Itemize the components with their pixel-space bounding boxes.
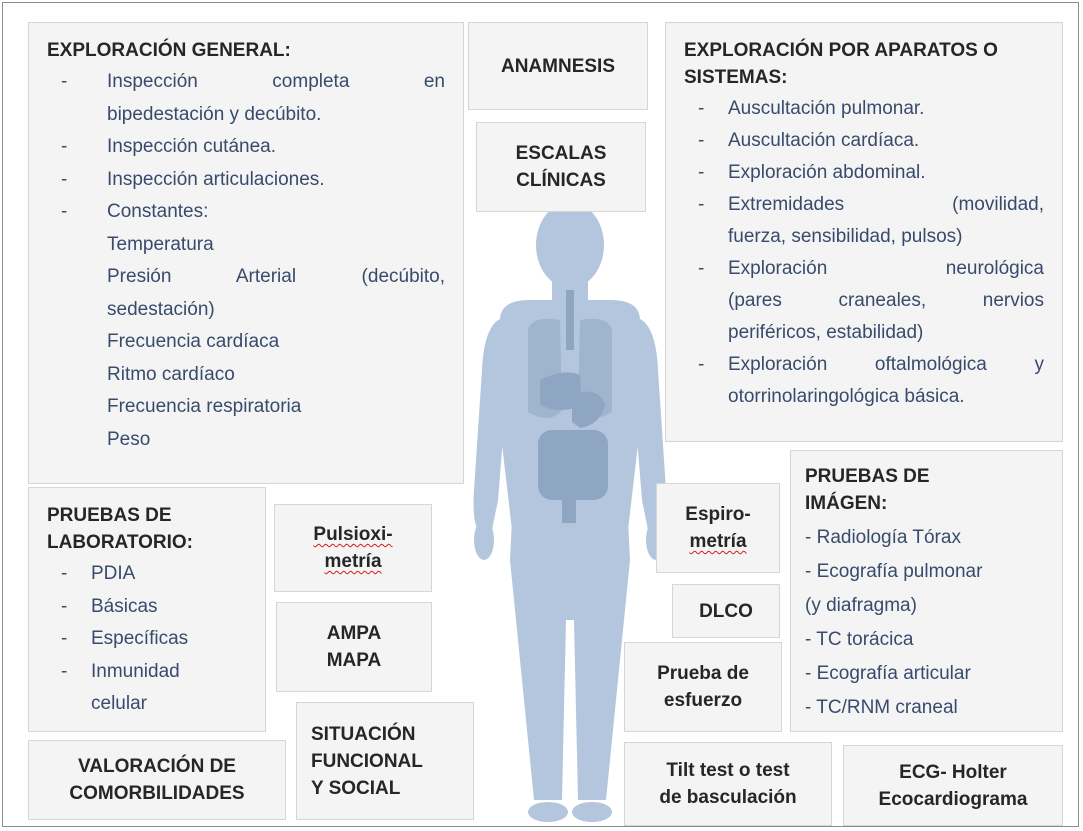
human-body-figure <box>473 202 667 822</box>
espirometria-box: Espiro- metría <box>656 483 780 573</box>
tilt-test-box: Tilt test o test de basculación <box>624 742 832 826</box>
list-item: - TC/RNM craneal <box>805 697 958 718</box>
list-item: -Auscultación pulmonar. <box>698 98 925 119</box>
list-item: -Extremidades (movilidad,fuerza, sensibi… <box>698 194 1044 247</box>
list-item: - Radiología Tórax <box>805 527 961 548</box>
list-item: -Exploración abdominal. <box>698 162 926 183</box>
comorbilidades-box: VALORACIÓN DE COMORBILIDADES <box>28 740 286 820</box>
dlco-box: DLCO <box>672 584 780 638</box>
exploracion-general-title: EXPLORACIÓN GENERAL: <box>47 40 291 61</box>
list-item: - TC torácica <box>805 629 914 650</box>
list-item: -Inspección articulaciones. <box>61 168 325 190</box>
situacion-funcional-box: SITUACIÓN FUNCIONAL Y SOCIAL <box>296 702 474 820</box>
list-item: - Ecografía articular <box>805 663 971 684</box>
anamnesis-label: ANAMNESIS <box>500 55 615 77</box>
escalas-clinicas-box: ESCALAS CLÍNICAS <box>476 122 646 212</box>
list-item: -Auscultación cardíaca. <box>698 130 920 151</box>
list-item: (y diafragma) <box>805 595 917 616</box>
prueba-esfuerzo-box: Prueba de esfuerzo <box>624 642 782 732</box>
anamnesis-box: ANAMNESIS <box>468 22 648 110</box>
list-item: -Específicas <box>61 628 189 649</box>
list-item: -PDIA <box>61 563 136 584</box>
pulsioximetria-box: Pulsioxi- metría <box>274 504 432 592</box>
pruebas-laboratorio-box: PRUEBAS DE LABORATORIO: -PDIA -Básicas -… <box>28 487 266 732</box>
exploracion-general-box: EXPLORACIÓN GENERAL: -Inspección complet… <box>28 22 464 484</box>
list-item: -Básicas <box>61 595 158 617</box>
pruebas-imagen-box: PRUEBAS DE IMÁGEN: - Radiología Tórax - … <box>790 450 1063 732</box>
ecg-box: ECG- Holter Ecocardiograma <box>843 745 1063 826</box>
list-item: -Inspección cutánea. <box>61 136 277 157</box>
list-item: -Exploración neurológica(pares craneales… <box>698 258 1044 343</box>
list-item: - Ecografía pulmonar <box>805 561 983 582</box>
ampa-mapa-box: AMPA MAPA <box>276 602 432 692</box>
exploracion-aparatos-box: EXPLORACIÓN POR APARATOS O SISTEMAS: -Au… <box>665 22 1063 442</box>
